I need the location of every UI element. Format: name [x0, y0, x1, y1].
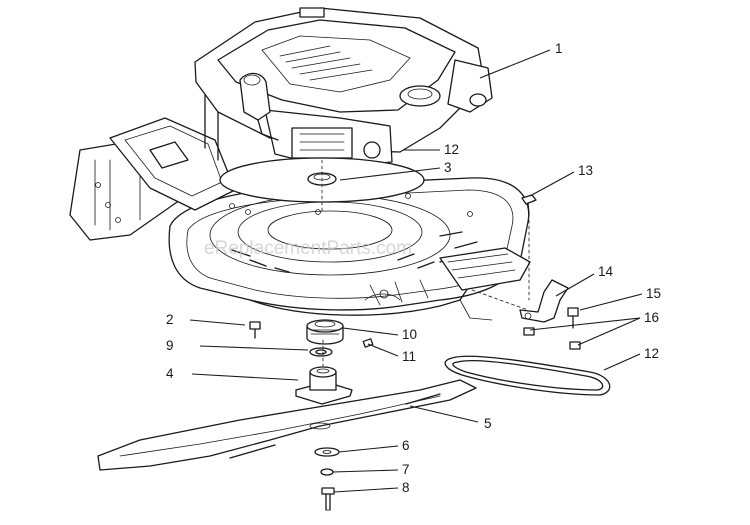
callout-12-engine: 12 — [444, 142, 459, 157]
bracket-14 — [471, 279, 569, 323]
callout-14: 14 — [598, 264, 614, 279]
bolt-2 — [249, 321, 261, 339]
callout-9: 9 — [166, 338, 174, 353]
pulley-10 — [306, 319, 344, 345]
blade-5 — [97, 379, 477, 471]
callout-11: 11 — [402, 349, 416, 364]
callout-8: 8 — [402, 480, 410, 495]
callout-5: 5 — [484, 416, 492, 431]
washer-6 — [314, 447, 340, 457]
lockwasher-7 — [320, 468, 334, 476]
callout-1: 1 — [555, 41, 563, 56]
watermark: eReplacementParts.com — [204, 238, 412, 259]
callout-4: 4 — [166, 366, 174, 381]
callout-6: 6 — [402, 438, 410, 453]
engine-fins — [279, 45, 373, 81]
belt — [444, 355, 611, 396]
callout-10: 10 — [402, 327, 417, 342]
adapter-4 — [295, 339, 353, 405]
bolt-15 — [567, 307, 579, 329]
leader-lines — [189, 49, 643, 493]
callout-labels: 1 12 3 13 14 15 16 12 2 10 9 11 4 5 6 7 … — [166, 41, 661, 495]
callout-12-belt: 12 — [644, 346, 659, 361]
bolt-8 — [321, 487, 335, 511]
engine — [194, 7, 493, 169]
callout-13: 13 — [578, 163, 593, 178]
callout-16: 16 — [644, 310, 659, 325]
callout-7: 7 — [402, 462, 410, 477]
engine-plate — [219, 157, 425, 213]
callout-2: 2 — [166, 312, 174, 327]
washer-9 — [309, 347, 333, 357]
callout-3: 3 — [444, 160, 452, 175]
callout-15: 15 — [646, 286, 661, 301]
bolt-13 — [521, 194, 537, 301]
mower-deck — [69, 91, 531, 321]
nut-16 — [523, 327, 581, 350]
